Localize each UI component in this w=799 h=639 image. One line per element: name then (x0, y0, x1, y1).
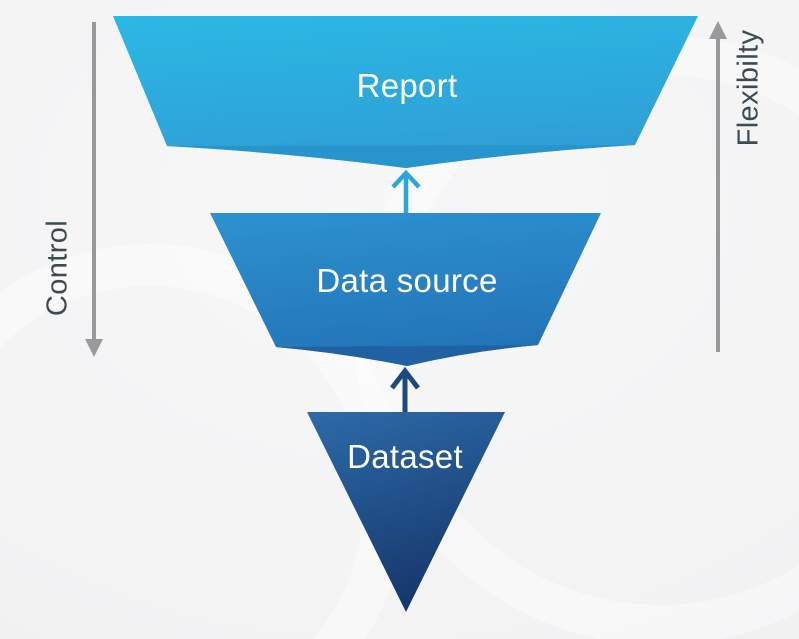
dataset-label: Dataset (347, 438, 463, 475)
dataset-triangle (307, 412, 505, 612)
report-trapezoid (113, 16, 698, 168)
data-source-bottom-facet (276, 345, 538, 366)
flexibility-axis-label: Flexibilty (732, 29, 765, 147)
data-source-trapezoid (210, 213, 601, 366)
arrow-up-navy-icon (390, 366, 420, 412)
control-axis-label: Control (41, 219, 74, 317)
report-bottom-facet (167, 145, 635, 168)
data-source-label: Data source (316, 262, 498, 299)
report-label: Report (356, 67, 458, 104)
arrow-up-cyan-icon (391, 169, 421, 216)
arrow-down-gray-icon (85, 339, 103, 357)
arrow-up-gray-icon (709, 21, 727, 39)
